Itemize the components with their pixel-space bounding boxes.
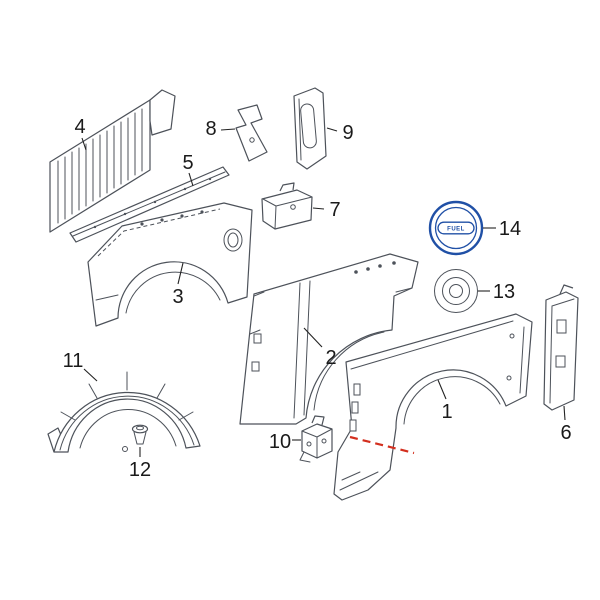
part-5-rail-strip: [69, 166, 230, 243]
part-11-wheelhouse-liner: [47, 371, 201, 453]
part-8-mounting-bracket: [235, 104, 268, 162]
part-4-quarter-inner-structure: [49, 89, 176, 233]
callout-6: 6: [560, 422, 571, 444]
leader-6: [563, 405, 566, 421]
leader-4: [81, 137, 87, 151]
callout-4: 4: [74, 116, 85, 138]
leader-3: [177, 262, 184, 285]
callout-13: 13: [493, 281, 515, 303]
fuel-door-text: FUEL: [447, 226, 465, 232]
leader-9: [326, 127, 338, 132]
part-1-quarter-panel: [333, 313, 533, 501]
callout-9: 9: [342, 122, 353, 144]
callout-7: 7: [329, 199, 340, 221]
callout-10: 10: [269, 431, 291, 453]
part-3-wheelhouse-outer-panel: [87, 202, 253, 327]
callout-labels: 4 5 8 9 7 3 2 14 13 1 6 11 12 10: [63, 116, 572, 481]
leader-2: [303, 327, 323, 348]
part-2-quarter-inner-panel: [239, 253, 419, 425]
part-14-fuel-filler-door: FUEL: [428, 200, 484, 256]
callout-2: 2: [325, 347, 336, 369]
part-9-reinforcement-panel: [293, 87, 327, 170]
callout-14: 14: [499, 218, 521, 240]
part-12-retainer-clip: [131, 424, 149, 445]
callout-5: 5: [182, 152, 193, 174]
part-10-box-bracket: [299, 415, 333, 463]
leader-11: [83, 368, 98, 382]
part-13-fuel-filler-housing: [434, 269, 478, 313]
leader-7: [312, 207, 325, 210]
part-7-support-bracket: [261, 182, 313, 230]
red-dashed-indicator: [349, 435, 415, 455]
leader-lines: [81, 127, 566, 457]
callout-12: 12: [129, 459, 151, 481]
callout-3: 3: [172, 286, 183, 308]
part-6-corner-reinforcement: [543, 284, 579, 411]
callout-1: 1: [441, 401, 452, 423]
callout-8: 8: [205, 118, 216, 140]
leader-5: [188, 172, 194, 187]
leader-1: [437, 379, 447, 400]
leader-8: [220, 128, 236, 131]
callout-11: 11: [63, 350, 84, 372]
